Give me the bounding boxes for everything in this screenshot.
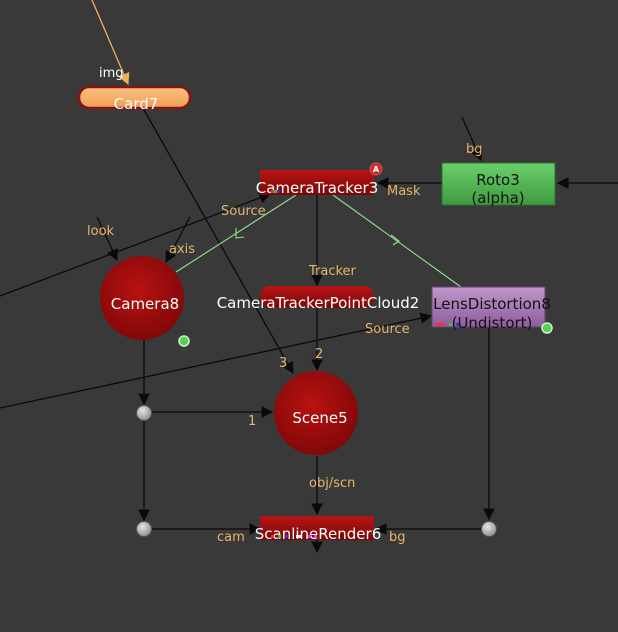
node-cameratrackerpointcloud2-label: CameraTrackerPointCloud2	[217, 294, 420, 312]
channel-indicator	[271, 190, 274, 193]
pin-label-source-lens: Source	[365, 322, 410, 337]
pin-label-cam: cam	[217, 530, 245, 545]
channel-indicator	[296, 535, 302, 538]
pin-label-bg-scanline: bg	[389, 530, 406, 545]
wire-tracker-source[interactable]	[0, 192, 272, 297]
wire-tracker-lens-green-chevron	[390, 234, 400, 246]
node-scene5[interactable]: Scene5	[274, 371, 358, 455]
pin-label-scene-2: 2	[315, 347, 323, 362]
node-camera8-label: Camera8	[111, 295, 179, 313]
pin-label-img: img	[99, 66, 124, 81]
output-indicator-icon	[178, 335, 190, 347]
node-roto3-label: Roto3	[476, 171, 520, 189]
channel-indicator	[314, 535, 317, 538]
pin-label-look: look	[87, 224, 115, 239]
channel-indicator	[285, 535, 288, 538]
wire-card-img[interactable]	[91, 0, 130, 86]
channel-indicator	[271, 535, 274, 538]
pin-label-source-tracker: Source	[221, 204, 266, 219]
node-cameratracker3-label: CameraTracker3	[256, 179, 379, 197]
node-card7-label: Card7	[114, 95, 159, 113]
node-lensdistortion8-label: LensDistortion8	[433, 295, 551, 313]
pin-label-tracker: Tracker	[308, 264, 357, 279]
channel-indicator	[308, 535, 311, 538]
wire-lens-source[interactable]	[0, 312, 433, 409]
pin-label-scene-1: 1	[248, 414, 256, 429]
pin-label-scene-3: 3	[279, 356, 287, 371]
pin-label-mask: Mask	[387, 184, 421, 199]
channel-indicator	[436, 323, 439, 326]
status-badge-text: A	[373, 165, 380, 174]
dot-node-lens[interactable]	[481, 521, 497, 537]
node-cameratrackerpointcloud2[interactable]: CameraTrackerPointCloud2	[217, 286, 420, 312]
wire-tracker-lens-green[interactable]	[332, 194, 462, 288]
wire-tracker-camera-green-chevron	[235, 228, 245, 239]
channel-indicator	[442, 323, 445, 326]
node-card7[interactable]: Card7	[77, 85, 192, 113]
channel-indicator	[456, 323, 459, 326]
node-scene5-label: Scene5	[292, 409, 347, 427]
pin-label-bg-roto: bg	[466, 142, 483, 157]
node-lensdistortion8[interactable]: LensDistortion8 (Undistort)	[431, 286, 553, 334]
status-badge: A	[369, 162, 383, 176]
dot-node-camera[interactable]	[136, 405, 152, 421]
node-cameratracker3[interactable]: CameraTracker3 A	[256, 162, 383, 197]
wire-camera-axis[interactable]	[165, 216, 191, 264]
node-lensdistortion8-sublabel: (Undistort)	[452, 314, 533, 332]
channel-indicator	[274, 190, 277, 193]
channel-indicator	[278, 535, 281, 538]
channel-indicator	[439, 323, 442, 326]
output-indicator-icon	[541, 322, 553, 334]
pin-label-obj-scn: obj/scn	[309, 476, 355, 491]
node-camera8[interactable]: Camera8	[100, 256, 190, 347]
wire-roto-bg[interactable]	[461, 116, 483, 162]
node-roto3-sublabel: (alpha)	[471, 189, 524, 207]
node-scanlinerender6[interactable]: ScanlineRender6	[255, 516, 381, 543]
channel-indicator	[277, 190, 280, 193]
wires	[0, 0, 618, 554]
node-roto3[interactable]: Roto3 (alpha)	[441, 162, 556, 207]
wire-card-to-scene[interactable]	[142, 107, 294, 375]
pin-label-axis: axis	[169, 242, 195, 257]
channel-indicator	[449, 323, 452, 326]
node-scanlinerender6-label: ScanlineRender6	[255, 525, 381, 543]
dot-node-camera-lower[interactable]	[136, 521, 152, 537]
